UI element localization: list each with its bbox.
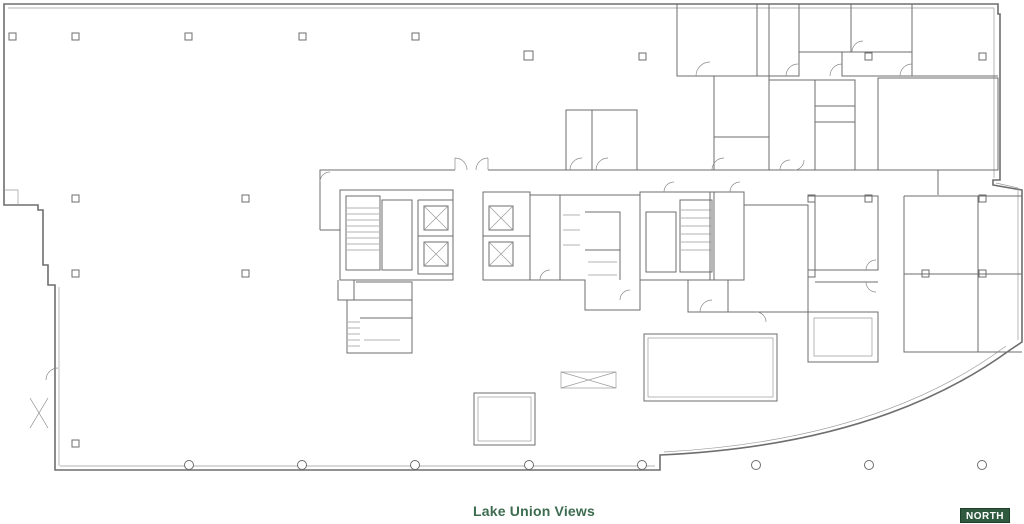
north-indicator: NORTH: [960, 508, 1010, 523]
view-label: Lake Union Views: [473, 503, 595, 519]
north-small-rooms: [565, 109, 638, 171]
building-outline: [3, 3, 1023, 471]
core-corridor: [319, 157, 939, 231]
west-entrance: [29, 367, 59, 429]
west-core: [337, 189, 454, 301]
conference-rooms: [473, 333, 778, 446]
east-core: [639, 181, 745, 281]
central-core: [482, 191, 641, 311]
structural-columns: [8, 32, 987, 448]
southwest-stair: [346, 299, 413, 354]
round-columns: [184, 460, 987, 470]
northeast-offices: [676, 4, 999, 171]
east-offices: [687, 195, 1022, 363]
